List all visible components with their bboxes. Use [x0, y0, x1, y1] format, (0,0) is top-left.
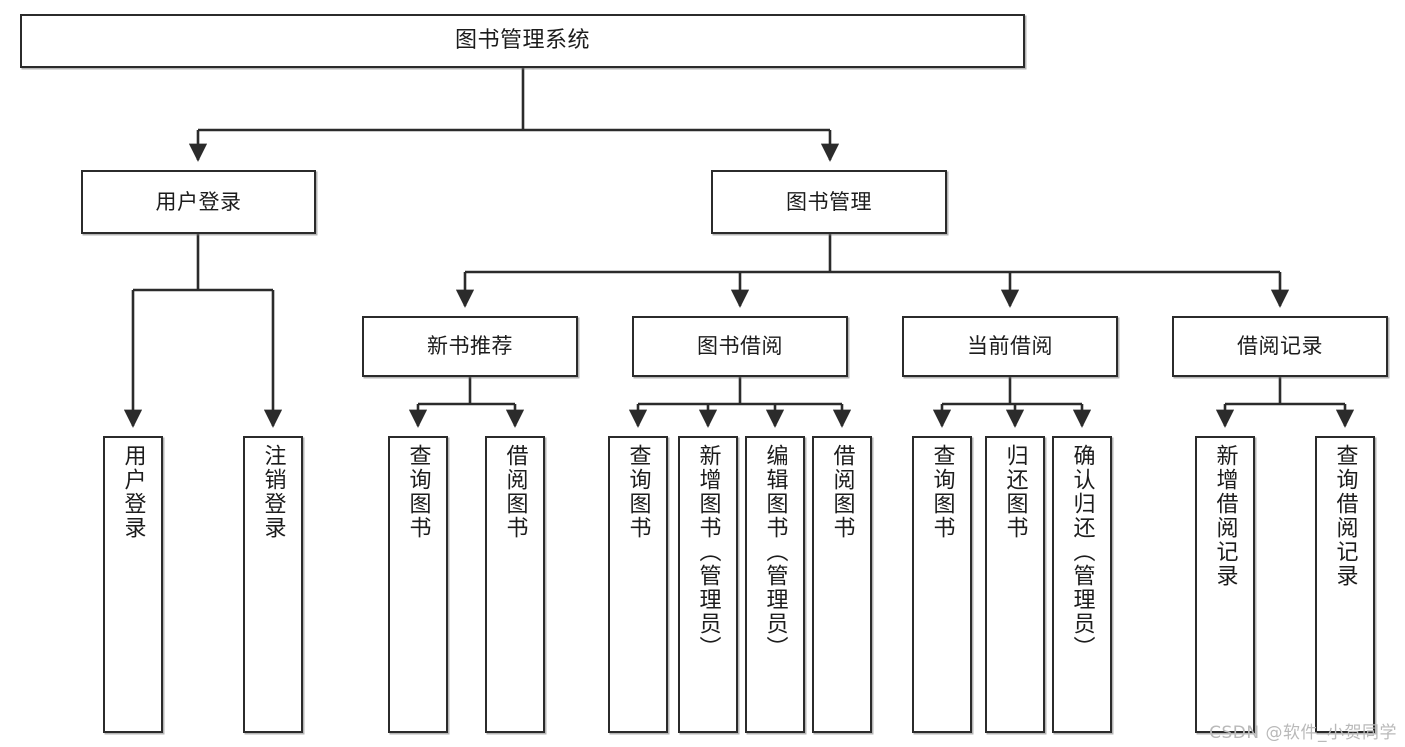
- leaf-query-borrow-record[interactable]: 查询借阅记录: [1315, 436, 1375, 733]
- node-label: 新增图书（管理员）: [695, 444, 721, 660]
- leaf-edit-book-admin[interactable]: 编辑图书（管理员）: [745, 436, 805, 733]
- leaf-query-books-current[interactable]: 查询图书: [912, 436, 972, 733]
- node-label: 注销登录: [260, 444, 286, 540]
- node-user-login[interactable]: 用户登录: [81, 170, 316, 234]
- node-current-borrowing[interactable]: 当前借阅: [902, 316, 1118, 377]
- node-label: 用户登录: [120, 444, 146, 540]
- node-label: 图书管理系统: [454, 28, 590, 54]
- node-label: 查询图书: [929, 444, 955, 540]
- node-label: 查询借阅记录: [1332, 444, 1358, 588]
- node-label: 查询图书: [625, 444, 651, 540]
- leaf-query-books-recommend[interactable]: 查询图书: [388, 436, 448, 733]
- leaf-return-books[interactable]: 归还图书: [985, 436, 1045, 733]
- node-book-borrowing[interactable]: 图书借阅: [632, 316, 848, 377]
- node-label: 借阅图书: [502, 444, 528, 540]
- node-label: 当前借阅: [967, 334, 1053, 359]
- node-label: 查询图书: [405, 444, 431, 540]
- leaf-confirm-return-admin[interactable]: 确认归还（管理员）: [1052, 436, 1112, 733]
- node-borrowing-records[interactable]: 借阅记录: [1172, 316, 1388, 377]
- leaf-borrow-books-recommend[interactable]: 借阅图书: [485, 436, 545, 733]
- leaf-borrow-books[interactable]: 借阅图书: [812, 436, 872, 733]
- node-label: 归还图书: [1002, 444, 1028, 540]
- node-label: 用户登录: [155, 189, 242, 214]
- node-label: 借阅图书: [829, 444, 855, 540]
- node-label: 新增借阅记录: [1212, 444, 1238, 588]
- leaf-query-books-borrow[interactable]: 查询图书: [608, 436, 668, 733]
- node-book-management-system[interactable]: 图书管理系统: [20, 14, 1025, 68]
- csdn-watermark: CSDN @软件_小贺同学: [1209, 723, 1397, 743]
- node-label: 借阅记录: [1237, 334, 1323, 359]
- node-label: 图书管理: [786, 189, 872, 214]
- leaf-add-borrow-record[interactable]: 新增借阅记录: [1195, 436, 1255, 733]
- leaf-add-book-admin[interactable]: 新增图书（管理员）: [678, 436, 738, 733]
- node-label: 图书借阅: [697, 334, 783, 359]
- leaf-user-login[interactable]: 用户登录: [103, 436, 163, 733]
- node-label: 确认归还（管理员）: [1069, 444, 1095, 660]
- node-book-management[interactable]: 图书管理: [711, 170, 947, 234]
- node-label: 编辑图书（管理员）: [762, 444, 788, 660]
- leaf-logout[interactable]: 注销登录: [243, 436, 303, 733]
- node-new-book-recommendation[interactable]: 新书推荐: [362, 316, 578, 377]
- node-label: 新书推荐: [427, 334, 513, 359]
